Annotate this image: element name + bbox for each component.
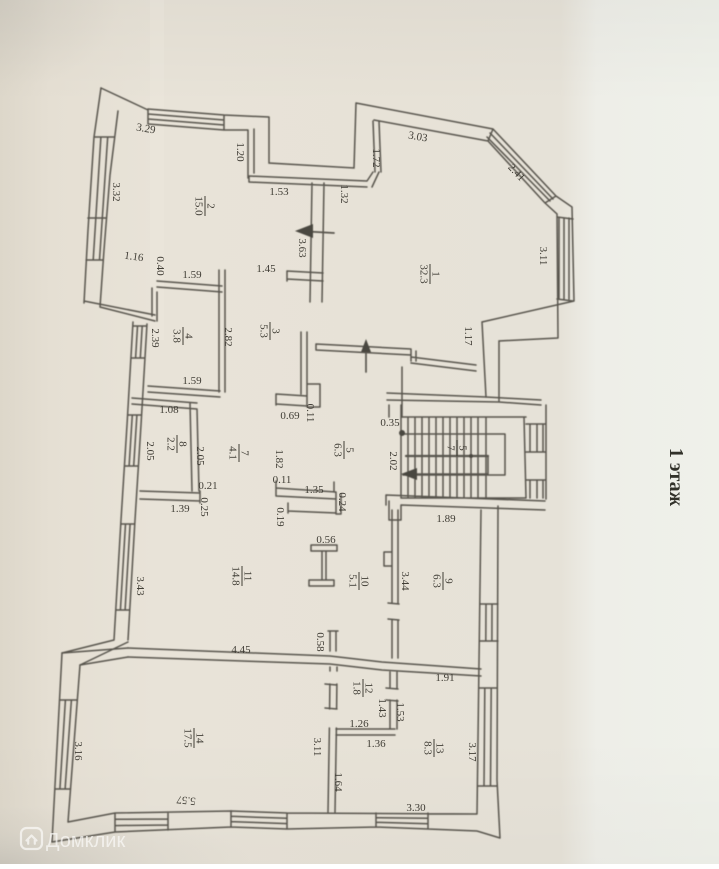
svg-text:5.57: 5.57	[175, 793, 196, 807]
svg-text:3.11: 3.11	[537, 247, 549, 266]
svg-text:1.43: 1.43	[376, 698, 388, 718]
svg-text:0.56: 0.56	[316, 534, 336, 546]
svg-text:5.3: 5.3	[258, 324, 270, 338]
svg-text:32.3: 32.3	[418, 264, 430, 284]
svg-text:1.16: 1.16	[123, 250, 144, 265]
svg-text:1.32: 1.32	[338, 184, 350, 203]
svg-text:2.82: 2.82	[222, 327, 234, 346]
svg-text:0.24: 0.24	[336, 492, 348, 512]
svg-text:0.25: 0.25	[198, 497, 210, 517]
svg-text:1.59: 1.59	[182, 269, 202, 281]
svg-text:2: 2	[205, 203, 217, 209]
svg-text:1.26: 1.26	[349, 718, 369, 730]
svg-text:7: 7	[445, 445, 457, 451]
svg-text:1.17: 1.17	[462, 326, 474, 346]
svg-text:Домклик: Домклик	[46, 830, 125, 852]
svg-text:1.64: 1.64	[332, 772, 344, 792]
svg-text:4.1: 4.1	[227, 446, 239, 460]
svg-text:0.35: 0.35	[380, 417, 400, 429]
svg-text:11: 11	[242, 571, 254, 582]
svg-text:1 этаж: 1 этаж	[665, 448, 687, 507]
svg-text:15.0: 15.0	[193, 196, 205, 216]
svg-text:3.63: 3.63	[296, 238, 308, 258]
svg-text:2.02: 2.02	[387, 451, 399, 470]
svg-text:1.59: 1.59	[182, 375, 202, 387]
svg-text:5: 5	[457, 445, 469, 451]
svg-text:0.69: 0.69	[280, 410, 300, 422]
svg-text:3: 3	[270, 328, 282, 334]
svg-text:1.82: 1.82	[273, 449, 285, 468]
svg-text:1: 1	[430, 271, 442, 277]
svg-text:17.5: 17.5	[182, 728, 194, 748]
svg-text:1.20: 1.20	[234, 142, 246, 162]
svg-text:10: 10	[359, 576, 371, 588]
svg-text:3.16: 3.16	[72, 741, 84, 761]
svg-text:0.58: 0.58	[314, 632, 326, 652]
svg-text:3.8: 3.8	[171, 329, 183, 343]
svg-text:5.1: 5.1	[347, 574, 359, 588]
svg-text:3.29: 3.29	[135, 121, 157, 136]
svg-text:1.39: 1.39	[170, 503, 190, 515]
svg-text:1.53: 1.53	[394, 702, 406, 722]
svg-text:5: 5	[344, 447, 356, 453]
svg-text:1.35: 1.35	[304, 484, 324, 496]
svg-text:6.3: 6.3	[431, 574, 443, 588]
svg-text:3.11: 3.11	[311, 738, 323, 757]
svg-text:3.17: 3.17	[466, 742, 478, 762]
svg-text:9: 9	[443, 578, 455, 584]
svg-text:14.8: 14.8	[230, 566, 242, 586]
svg-text:14: 14	[194, 733, 206, 745]
svg-text:3.03: 3.03	[407, 129, 429, 144]
svg-text:0.40: 0.40	[154, 256, 166, 276]
svg-text:13: 13	[434, 743, 446, 755]
svg-text:1.89: 1.89	[436, 513, 456, 525]
svg-text:0.21: 0.21	[198, 480, 217, 492]
svg-text:1.91: 1.91	[435, 672, 454, 684]
svg-text:4: 4	[183, 333, 195, 339]
svg-text:0.19: 0.19	[274, 507, 286, 527]
svg-text:3.30: 3.30	[406, 802, 426, 814]
svg-text:1.72: 1.72	[370, 148, 382, 167]
svg-text:6.3: 6.3	[332, 443, 344, 457]
svg-text:8.3: 8.3	[422, 741, 434, 755]
svg-text:1.08: 1.08	[159, 404, 179, 416]
svg-text:3.43: 3.43	[134, 576, 146, 596]
svg-text:2.2: 2.2	[165, 437, 177, 451]
svg-text:1.8: 1.8	[351, 681, 363, 695]
svg-text:12: 12	[363, 683, 375, 694]
svg-text:0.11: 0.11	[273, 474, 292, 486]
svg-text:2.05: 2.05	[144, 441, 156, 461]
svg-text:1.53: 1.53	[269, 186, 289, 198]
svg-text:1.45: 1.45	[256, 263, 276, 275]
svg-text:2.39: 2.39	[149, 328, 161, 348]
svg-text:3.32: 3.32	[110, 182, 122, 201]
svg-text:0.11: 0.11	[304, 404, 316, 423]
svg-text:1.36: 1.36	[366, 738, 386, 750]
svg-text:8: 8	[177, 441, 189, 447]
svg-text:3.44: 3.44	[399, 571, 411, 591]
svg-text:7: 7	[239, 450, 251, 456]
svg-text:4.45: 4.45	[231, 644, 251, 656]
svg-text:2.05: 2.05	[194, 446, 206, 466]
